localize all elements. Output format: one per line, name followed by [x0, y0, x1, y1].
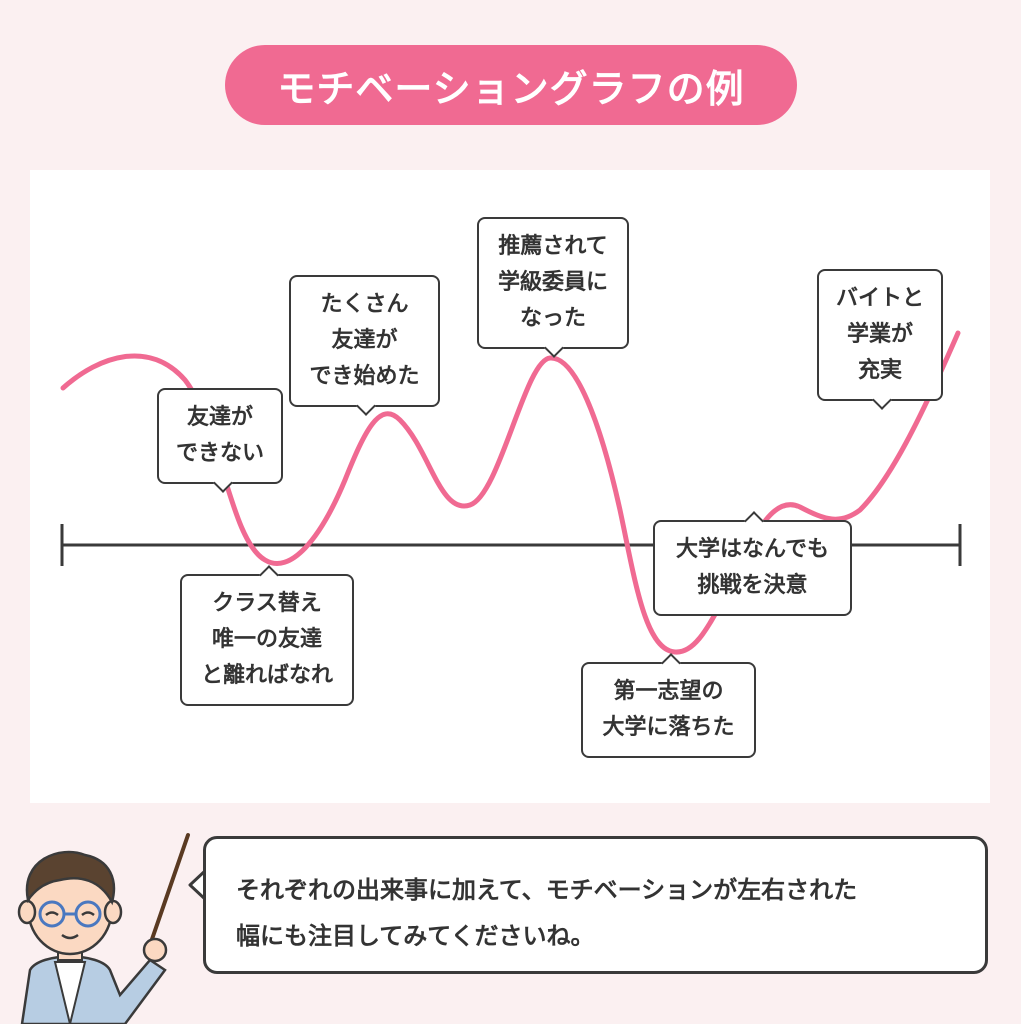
event-line: と離ればなれ	[200, 663, 333, 688]
teacher-with-pointer-icon	[17, 833, 190, 1024]
event-line: クラス替え	[212, 591, 322, 616]
teacher-comment: それぞれの出来事に加えて、モチベーションが左右された 幅にも注目してみてください…	[203, 836, 988, 974]
event-friends-none: 友達が できない	[157, 388, 283, 484]
event-line: 学級委員に	[497, 270, 608, 295]
event-line: バイトと	[835, 286, 924, 311]
event-line: 友達が	[186, 405, 253, 430]
event-part-time: バイトと 学業が 充実	[817, 269, 943, 401]
graph-panel: 友達が できない クラス替え 唯一の友達 と離ればなれ たくさん 友達が でき始…	[30, 170, 990, 803]
event-line: なった	[519, 306, 586, 331]
event-class-change: クラス替え 唯一の友達 と離ればなれ	[180, 574, 354, 706]
event-line: できない	[175, 441, 264, 466]
event-line: 推薦されて	[498, 234, 608, 259]
event-line: 充実	[857, 358, 902, 383]
event-line: 学業が	[846, 322, 913, 347]
comment-line-1: それぞれの出来事に加えて、モチベーションが左右された	[236, 876, 858, 904]
comment-line-2: 幅にも注目してみてくださいね。	[236, 922, 595, 950]
event-line: 大学に落ちた	[602, 715, 735, 740]
page-title: モチベーショングラフの例	[225, 45, 797, 125]
event-exam-fail: 第一志望の 大学に落ちた	[581, 662, 756, 758]
event-line: 第一志望の	[613, 679, 724, 704]
event-line: 大学はなんでも	[676, 537, 829, 562]
speech-tail	[188, 868, 208, 902]
event-line: 挑戦を決意	[697, 573, 808, 598]
motivation-curve	[60, 330, 961, 655]
event-class-rep: 推薦されて 学級委員に なった	[477, 217, 629, 349]
event-line: でき始めた	[309, 364, 420, 389]
event-line: たくさん	[320, 292, 409, 317]
event-challenge: 大学はなんでも 挑戦を決意	[653, 520, 852, 616]
event-many-friends: たくさん 友達が でき始めた	[289, 275, 440, 407]
event-line: 友達が	[331, 328, 398, 353]
event-line: 唯一の友達	[211, 627, 322, 652]
